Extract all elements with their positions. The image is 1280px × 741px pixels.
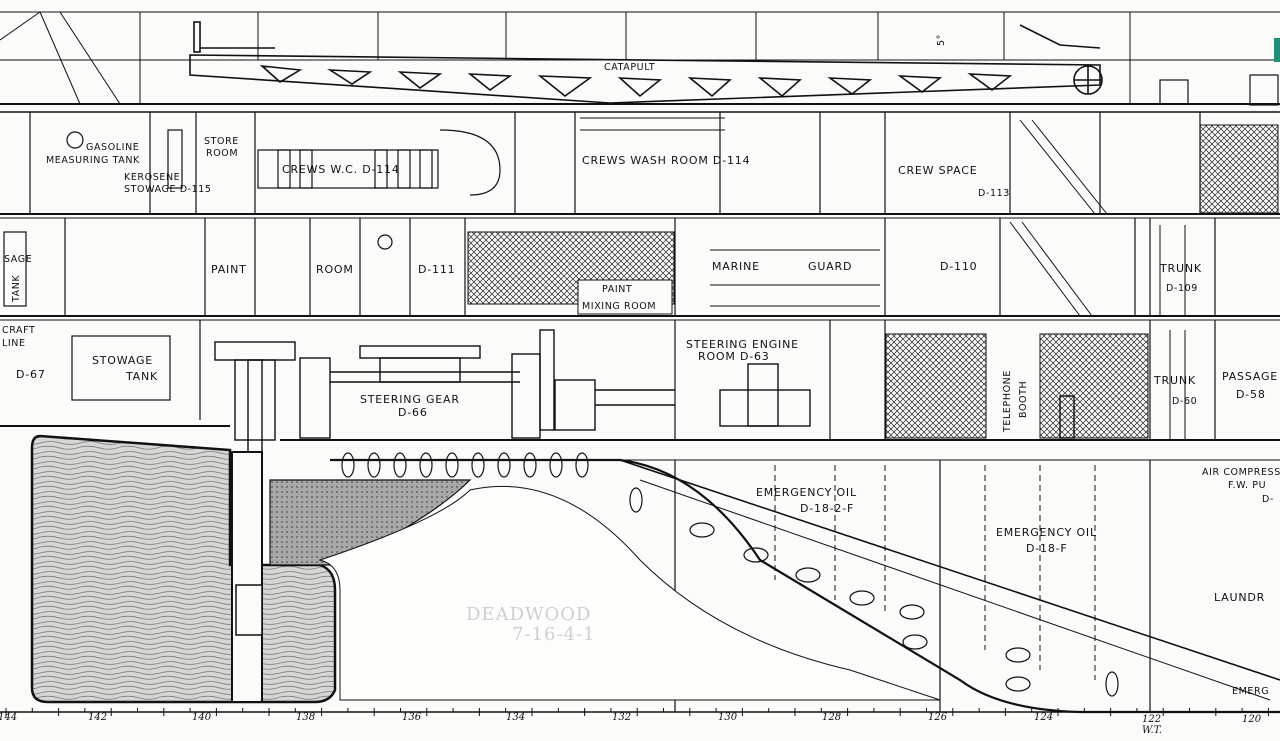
frame-label-144: 144: [0, 712, 17, 723]
label-laundry: LAUNDR: [1214, 591, 1265, 604]
label-d-frag: D-: [1262, 494, 1274, 505]
label-d58: D-58: [1236, 388, 1266, 401]
label-d18-2-f: D-18-2-F: [800, 502, 854, 515]
label-paint-mix: PAINT: [602, 284, 632, 295]
label-marine: MARINE: [712, 260, 760, 273]
label-d111: D-111: [418, 263, 455, 276]
deck-lines: [0, 213, 1280, 713]
fixtures: [3, 74, 1279, 401]
label-crews-wash-room: CREWS WASH ROOM D-114: [582, 154, 750, 167]
label-crew-space: CREW SPACE: [898, 164, 978, 177]
label-stowage: STOWAGE: [92, 354, 153, 367]
label-d66: D-66: [398, 406, 428, 419]
scroll-edge-tab[interactable]: [1274, 38, 1280, 62]
frame-label-142: 142: [88, 712, 107, 723]
label-d18-f: D-18-F: [1026, 542, 1068, 555]
label-mixing-room: MIXING ROOM: [582, 301, 656, 312]
label-craft: CRAFT: [2, 325, 35, 336]
label-d60: D-60: [1172, 396, 1197, 407]
label-stowage-tank: TANK: [125, 370, 158, 383]
label-gasoline: GASOLINE: [86, 142, 139, 153]
ladders: [580, 117, 1186, 440]
label-booth: BOOTH: [1018, 381, 1029, 418]
frame-label-120: 120: [1242, 714, 1262, 725]
frame-label-128: 128: [822, 712, 841, 723]
tank-dashed-frames: [774, 465, 1096, 680]
frame-label-126: 126: [928, 712, 948, 723]
label-emergency-oil-1: EMERGENCY OIL: [756, 486, 857, 499]
frame-label-wt: W.T.: [1142, 725, 1162, 736]
faint-stamp-line-1: DEADWOOD: [466, 604, 591, 625]
frame-label-138: 138: [296, 712, 315, 723]
label-air-compress: AIR COMPRESS: [1202, 467, 1280, 478]
label-crew-space-id: D-113: [978, 188, 1010, 199]
label-emergency-oil-2: EMERGENCY OIL: [996, 526, 1097, 539]
upper-deck-lines: [0, 11, 1280, 113]
label-store-room: ROOM: [206, 148, 238, 159]
frame-label-134: 134: [506, 712, 525, 723]
label-emerg: EMERG: [1232, 686, 1269, 697]
label-catapult: CATAPULT: [604, 62, 655, 73]
frame-label-130: 130: [718, 712, 738, 723]
bulkheads: [29, 112, 1216, 712]
label-room: ROOM: [316, 263, 354, 276]
frame-label-124: 124: [1034, 712, 1053, 723]
label-guard: GUARD: [808, 260, 852, 273]
label-steering-gear: STEERING GEAR: [360, 393, 460, 406]
label-five-degrees: 5°: [936, 34, 947, 46]
label-trunk-mid: TRUNK: [1153, 374, 1196, 387]
catapult-truss: [189, 21, 1103, 104]
label-crews-wc: CREWS W.C. D-114: [282, 163, 400, 176]
compartment-labels: CATAPULT GASOLINE MEASURING TANK STORE R…: [2, 34, 1280, 697]
label-sage: SAGE: [4, 254, 32, 265]
label-fw-pu: F.W. PU: [1228, 480, 1266, 491]
label-telephone: TELEPHONE: [1002, 370, 1013, 433]
label-steering-engine-room: ROOM D-63: [698, 350, 770, 363]
label-paint: PAINT: [211, 263, 247, 276]
stern-hull: [30, 434, 1280, 714]
frame-scale: 144 142 140 138 136 134 132 130 128 126 …: [0, 708, 1280, 736]
label-passage: PASSAGE: [1222, 370, 1278, 383]
label-d109: D-109: [1166, 283, 1198, 294]
frame-label-140: 140: [192, 712, 212, 723]
label-steering-engine: STEERING ENGINE: [686, 338, 799, 351]
label-tank-vertical: TANK: [11, 275, 22, 303]
frame-ticks: [5, 708, 1269, 716]
lightening-holes: [341, 452, 1119, 697]
frame-label-132: 132: [612, 712, 631, 723]
label-line: LINE: [2, 338, 26, 349]
label-d110: D-110: [940, 260, 977, 273]
frame-label-136: 136: [402, 712, 422, 723]
label-kerosene-stowage: STOWAGE D-115: [124, 184, 212, 195]
frame-label-122: 122: [1142, 714, 1161, 725]
faint-stamp-line-2: 7-16-4-1: [512, 624, 596, 645]
label-kerosene: KEROSENE: [124, 172, 180, 183]
label-d67: D-67: [16, 368, 46, 381]
label-store: STORE: [204, 136, 239, 147]
label-measuring-tank: MEASURING TANK: [46, 155, 140, 166]
mesh-lockers: [467, 124, 1279, 439]
label-trunk-upper: TRUNK: [1159, 262, 1202, 275]
